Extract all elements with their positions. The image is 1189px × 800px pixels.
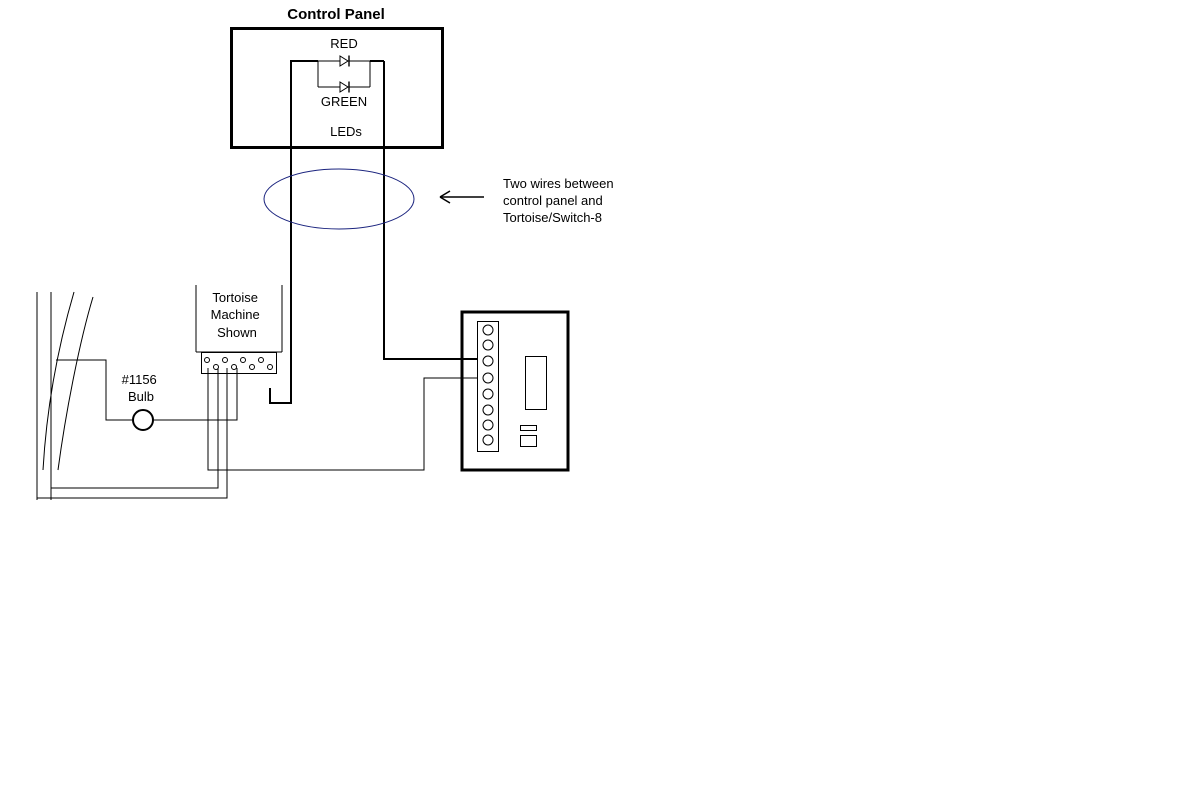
signal-wires	[37, 368, 487, 499]
red-led-icon	[339, 55, 350, 67]
switch8-terminal-icons	[482, 324, 494, 446]
switch8-jumper	[520, 425, 537, 431]
highlight-ellipse	[263, 168, 415, 230]
track-turnout-icon	[36, 291, 94, 500]
tortoise-label-line: Machine	[211, 307, 260, 322]
annotation-line: control panel and	[503, 193, 603, 208]
switch8-terminal-strip	[477, 321, 499, 452]
control-panel-box	[230, 27, 444, 149]
switch8-module	[460, 310, 570, 472]
panel-wire-right	[383, 61, 487, 360]
tortoise-machine: Tortoise Machine Shown	[195, 285, 283, 374]
leds-label: LEDs	[330, 124, 362, 139]
tortoise-label-line: Tortoise	[212, 290, 258, 305]
tortoise-terminal-strip	[201, 352, 277, 374]
bulb-circuit	[56, 359, 238, 421]
switch8-chip	[525, 356, 547, 410]
annotation-line: Tortoise/Switch-8	[503, 210, 602, 225]
bulb-icon	[132, 409, 154, 431]
tortoise-terminal-icons	[204, 357, 273, 370]
bulb-label-line: #1156	[122, 372, 157, 387]
tortoise-label: Tortoise Machine Shown	[211, 290, 264, 340]
green-led-icon	[339, 81, 350, 93]
switch8-box	[460, 310, 570, 472]
led-red-label: RED	[330, 36, 357, 51]
panel-wire-left	[269, 61, 292, 404]
led-pair	[290, 60, 384, 88]
control-panel: Control Panel RED GREEN LEDs	[230, 6, 444, 149]
bulb-label: #1156 Bulb	[122, 372, 161, 404]
annotation-arrow-icon	[439, 190, 484, 204]
led-green-label: GREEN	[321, 94, 367, 109]
annotation-text: Two wires between control panel and Tort…	[503, 176, 617, 225]
panel-wires	[269, 61, 487, 404]
switch8-connector	[520, 435, 537, 447]
control-panel-title: Control Panel	[287, 6, 385, 23]
annotation-line: Two wires between	[503, 176, 614, 191]
tortoise-label-line: Shown	[217, 325, 257, 340]
bulb-label-line: Bulb	[128, 389, 154, 404]
